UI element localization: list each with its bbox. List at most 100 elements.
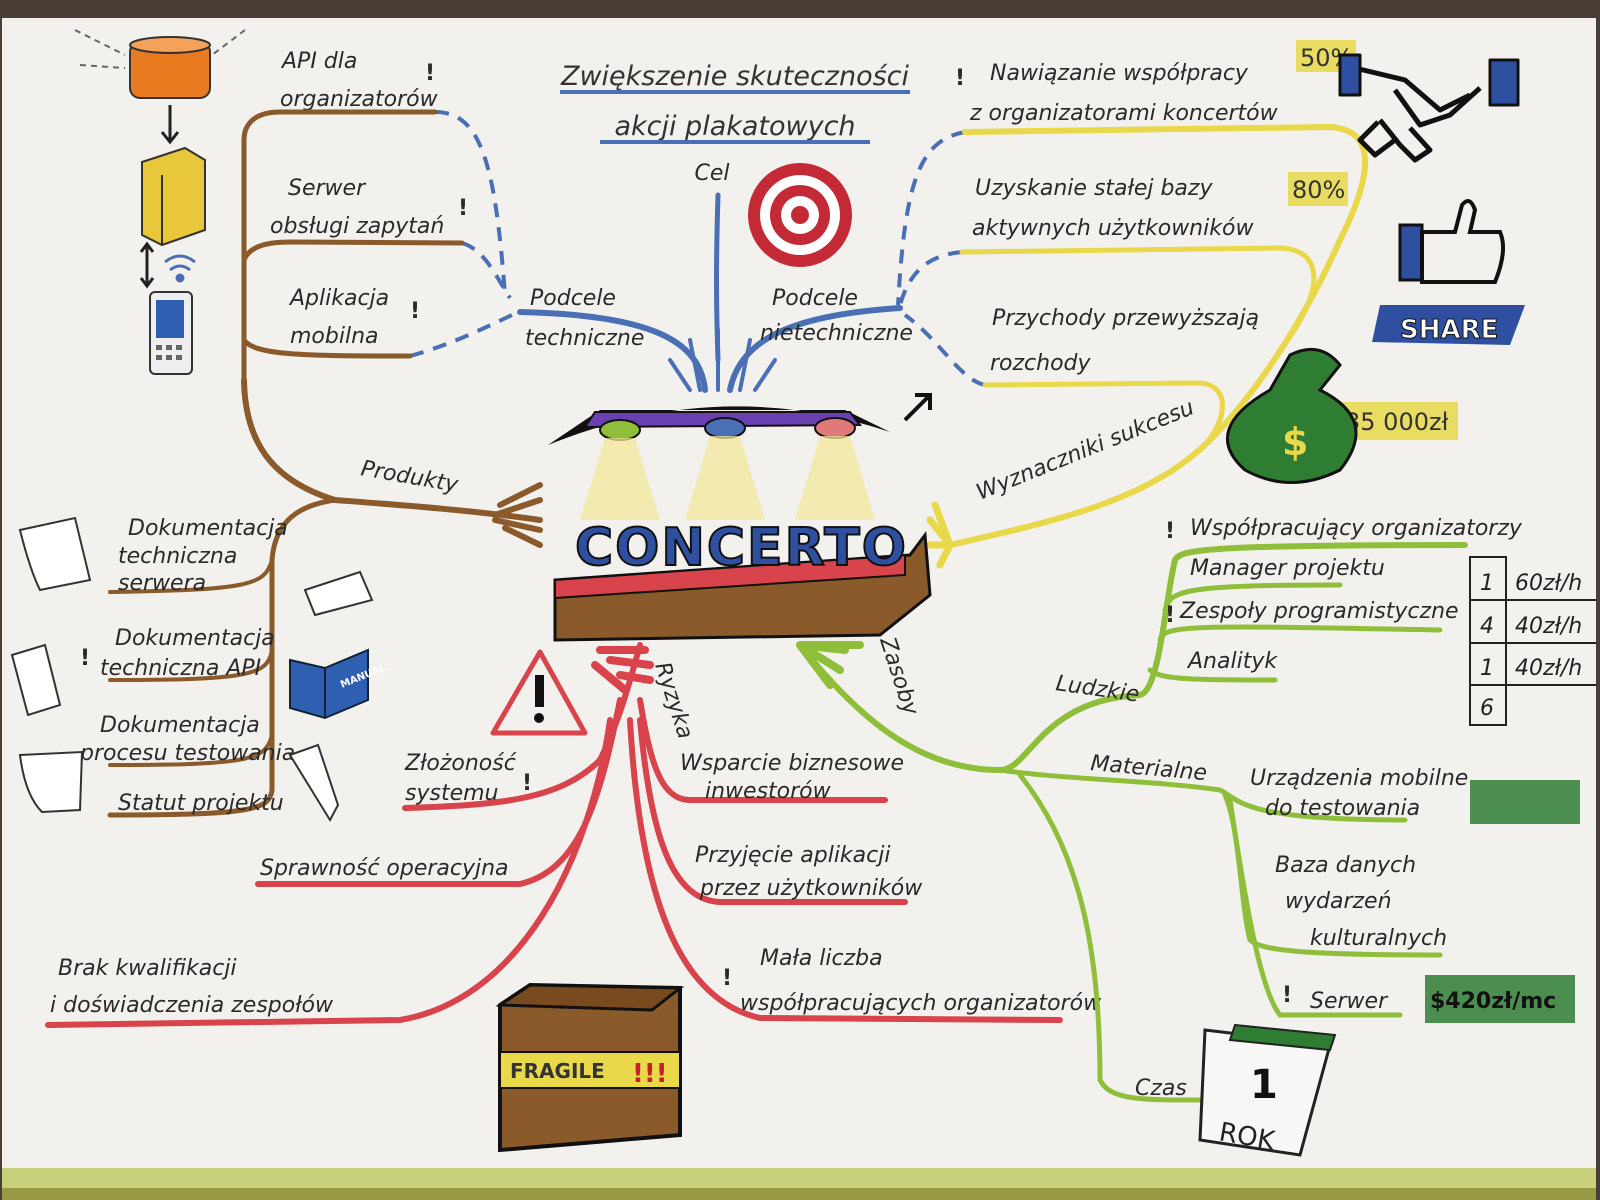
- staff-rate-table-text: 1 60zł/h 4 40zł/h 1 40zł/h 6: [1480, 571, 1582, 721]
- svg-text:Mała liczba: Mała liczba: [760, 946, 883, 971]
- server-db-icon: [74, 29, 246, 145]
- phone-icon: [149, 291, 193, 375]
- document-icon: [10, 516, 374, 823]
- svg-text:organizatorów: organizatorów: [280, 87, 439, 112]
- svg-text:!: !: [1165, 519, 1175, 544]
- svg-text:systemu: systemu: [405, 781, 498, 806]
- handshake-icon: [1338, 53, 1520, 163]
- warning-icon: [490, 649, 588, 736]
- svg-text:1: 1: [1480, 571, 1494, 596]
- svg-text:z organizatorami koncertów: z organizatorami koncertów: [969, 101, 1279, 126]
- svg-text:Dokumentacja: Dokumentacja: [115, 626, 275, 651]
- svg-text:!: !: [458, 196, 468, 221]
- material-resources: Materialne Urządzenia mobilne do testowa…: [1089, 751, 1580, 1023]
- technical-dashed-links: [409, 110, 513, 358]
- time-label: Czas: [1135, 1076, 1187, 1101]
- svg-text:współpracujących organizatorów: współpracujących organizatorów: [740, 991, 1102, 1016]
- target-icon: [748, 163, 852, 267]
- svg-text:1: 1: [1250, 1062, 1278, 1108]
- svg-text:aktywnych użytkowników: aktywnych użytkowników: [972, 216, 1254, 241]
- svg-text:60zł/h: 60zł/h: [1515, 571, 1582, 596]
- svg-text:Sprawność operacyjna: Sprawność operacyjna: [260, 856, 509, 881]
- svg-text:rozchody: rozchody: [990, 351, 1092, 376]
- svg-text:techniczna API: techniczna API: [100, 656, 261, 681]
- svg-text:i doświadczenia zespołów: i doświadczenia zespołów: [50, 993, 334, 1018]
- svg-text:$: $: [1282, 420, 1308, 464]
- goal-branch-lines: [517, 192, 903, 393]
- svg-text:Analityk: Analityk: [1186, 649, 1278, 674]
- svg-text:Dokumentacja: Dokumentacja: [100, 713, 260, 738]
- svg-text:obsługi zapytań: obsługi zapytań: [270, 214, 444, 239]
- nontechnical-dashed-links: [896, 130, 986, 387]
- money-bag-icon: $: [1225, 347, 1358, 484]
- calendar-icon: 1 ROK: [1198, 1023, 1337, 1157]
- svg-text:Dokumentacja: Dokumentacja: [128, 516, 288, 541]
- svg-text:!: !: [1282, 983, 1292, 1008]
- nontechnical-goals-label-1: Podcele: [772, 286, 858, 311]
- svg-text:do testowania: do testowania: [1265, 796, 1420, 821]
- svg-text:!: !: [425, 61, 435, 86]
- svg-text:Serwer: Serwer: [1310, 989, 1389, 1014]
- badge-80: 80%: [1292, 176, 1345, 204]
- svg-text:serwera: serwera: [118, 571, 206, 596]
- svg-text:6: 6: [1480, 696, 1494, 721]
- products-branch-lines: [107, 109, 543, 818]
- svg-text:Wsparcie biznesowe: Wsparcie biznesowe: [680, 751, 904, 776]
- svg-text:API dla: API dla: [280, 49, 357, 74]
- svg-text:!: !: [1165, 603, 1175, 628]
- arrow-icon: [903, 393, 932, 422]
- svg-text:Baza danych: Baza danych: [1275, 853, 1416, 878]
- svg-text:akcji plakatowych: akcji plakatowych: [614, 111, 855, 142]
- svg-text:Brak kwalifikacji: Brak kwalifikacji: [58, 956, 237, 981]
- svg-text:Serwer: Serwer: [288, 176, 367, 201]
- goal-label: Cel: [694, 161, 729, 186]
- map-title: Zwiększenie skuteczności akcji plakatowy…: [560, 61, 910, 186]
- svg-text:SHARE: SHARE: [1400, 315, 1498, 345]
- svg-text:Przyjęcie aplikacji: Przyjęcie aplikacji: [695, 843, 890, 868]
- svg-text:4: 4: [1480, 614, 1494, 639]
- concerto-center: CONCERTO: [548, 406, 932, 642]
- product-items: Dokumentacja techniczna serwera Dokument…: [79, 516, 295, 816]
- svg-text:FRAGILE: FRAGILE: [510, 1059, 605, 1083]
- concerto-title: CONCERTO: [575, 518, 908, 578]
- svg-text:Manager projektu: Manager projektu: [1190, 556, 1385, 581]
- svg-text:przez użytkowników: przez użytkowników: [699, 876, 923, 901]
- badge-35000: 35 000zł: [1345, 408, 1449, 436]
- svg-text:techniczna: techniczna: [118, 544, 237, 569]
- resources-branch-lines: [796, 542, 1468, 1103]
- svg-text:!: !: [955, 66, 965, 91]
- svg-text:!: !: [522, 771, 532, 796]
- svg-text:!!!: !!!: [632, 1059, 668, 1089]
- svg-text:Współpracujący organizatorzy: Współpracujący organizatorzy: [1190, 516, 1523, 541]
- staff-rate-table: [1469, 556, 1596, 726]
- wifi-icon: [139, 241, 196, 289]
- svg-text:Nawiązanie współpracy: Nawiązanie współpracy: [990, 61, 1249, 86]
- svg-text:!: !: [722, 966, 732, 991]
- svg-text:Przychody przewyższają: Przychody przewyższają: [992, 306, 1259, 331]
- risks-branch-lines: [45, 642, 1063, 1028]
- technical-goals-label-2: techniczne: [525, 326, 644, 351]
- technical-subgoals: API dla organizatorów ! Serwer obsługi z…: [270, 49, 468, 349]
- thumbs-up-icon: [1398, 199, 1506, 284]
- svg-text:wydarzeń: wydarzeń: [1285, 889, 1392, 914]
- svg-text:Uzyskanie stałej bazy: Uzyskanie stałej bazy: [975, 176, 1213, 201]
- svg-text:Zwiększenie skuteczności: Zwiększenie skuteczności: [560, 61, 910, 92]
- share-badge: SHARE: [1372, 305, 1525, 346]
- server-tower-icon: [141, 146, 206, 247]
- nontechnical-goals-label-2: nietechniczne: [760, 321, 913, 346]
- svg-text:40zł/h: 40zł/h: [1515, 656, 1582, 681]
- svg-text:inwestorów: inwestorów: [705, 779, 832, 804]
- human-resources: Ludzkie ! Współpracujący organizatorzy M…: [1054, 516, 1523, 708]
- svg-text:mobilna: mobilna: [290, 324, 379, 349]
- svg-text:!: !: [410, 299, 420, 324]
- svg-text:Zespoły programistyczne: Zespoły programistyczne: [1179, 599, 1459, 624]
- fragile-box-icon: FRAGILE !!!: [495, 982, 685, 1153]
- success-branch-lines: [926, 123, 1369, 569]
- technical-goals-label-1: Podcele: [530, 286, 616, 311]
- svg-text:Aplikacja: Aplikacja: [288, 286, 389, 311]
- svg-text:Urządzenia mobilne: Urządzenia mobilne: [1250, 766, 1468, 791]
- nontechnical-subgoals: ! Nawiązanie współpracy z organizatorami…: [955, 40, 1458, 440]
- svg-text:kulturalnych: kulturalnych: [1310, 926, 1447, 951]
- svg-text:Złożoność: Złożoność: [404, 751, 517, 776]
